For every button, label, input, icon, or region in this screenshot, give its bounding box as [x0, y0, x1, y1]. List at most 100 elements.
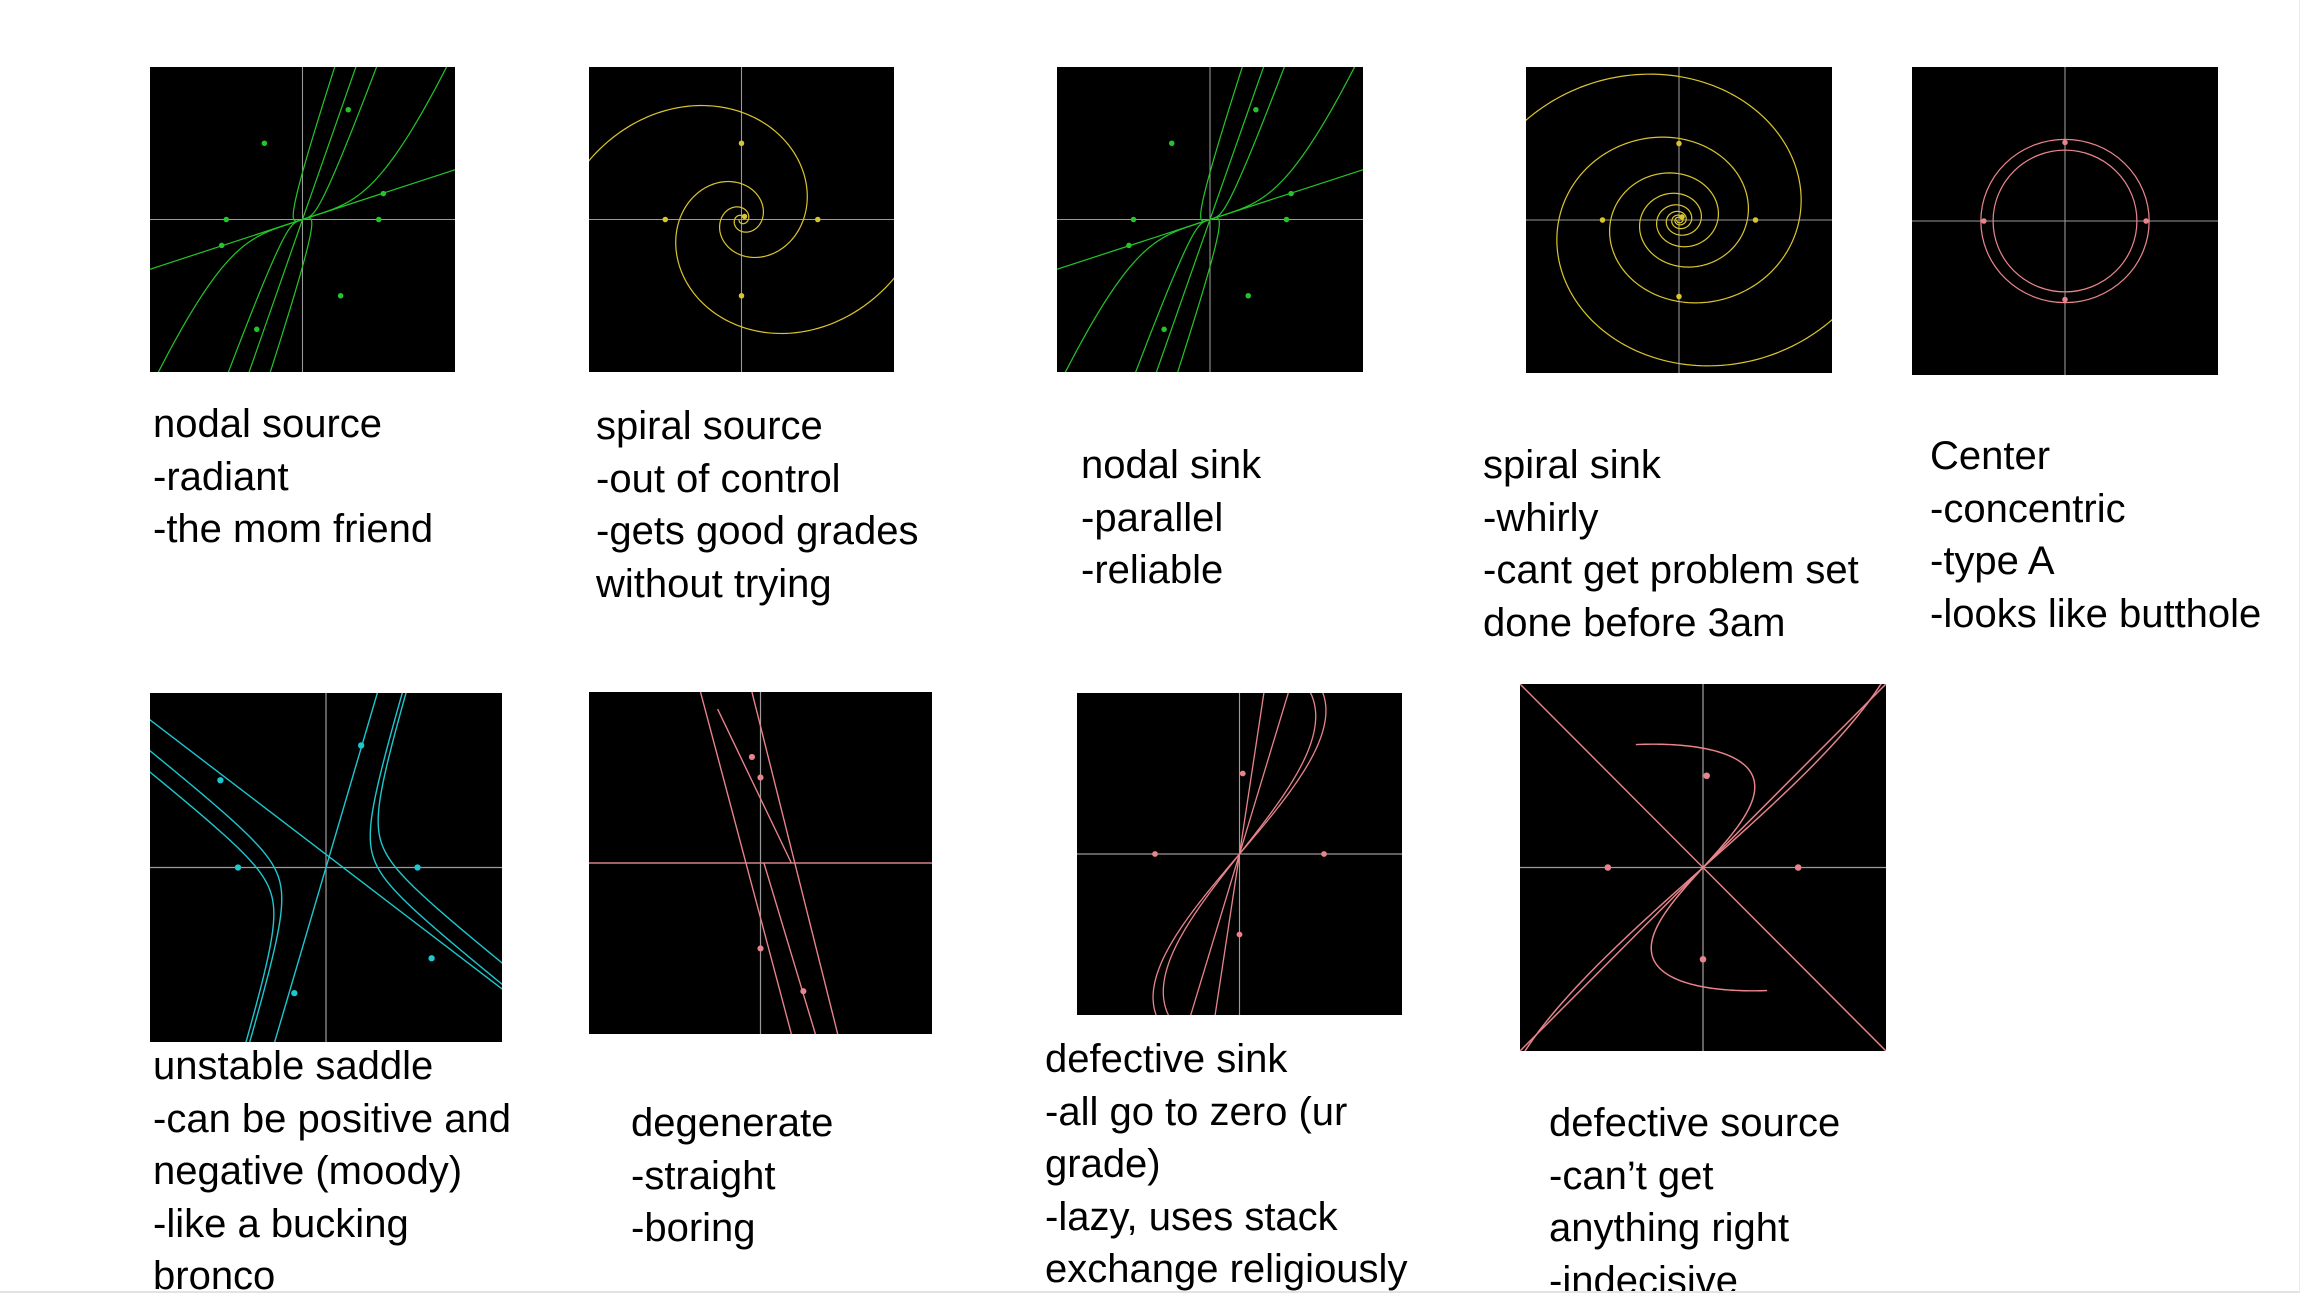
trajectory-marker	[1703, 772, 1710, 780]
trajectory-marker	[662, 216, 668, 223]
caption-defective-source: defective source -can’t get anything rig…	[1549, 1097, 1841, 1291]
phase-portrait-svg	[1057, 67, 1363, 372]
trajectory-marker	[1676, 293, 1682, 300]
caption-line: -reliable	[1081, 548, 1224, 592]
caption-line: defective sink	[1045, 1037, 1288, 1081]
trajectories-group	[589, 692, 932, 1034]
trajectory-marker	[414, 864, 421, 871]
caption-line: negative (moody)	[153, 1149, 463, 1193]
trajectory-curve	[1200, 67, 1243, 222]
caption-spiral-source: spiral source -out of control -gets good…	[596, 400, 918, 610]
trajectory-marker	[218, 242, 225, 249]
caption-spiral-sink: spiral sink -whirly -cant get problem se…	[1483, 439, 1859, 649]
unstable-saddle-phase-portrait	[150, 693, 502, 1042]
trajectory-curve	[369, 693, 502, 986]
caption-defective-sink: defective sink -all go to zero (ur grade…	[1045, 1033, 1408, 1291]
trajectory-marker	[358, 742, 365, 749]
trajectory-curve	[699, 692, 793, 1034]
caption-line: exchange religiously	[1045, 1247, 1408, 1291]
trajectory-curve	[589, 104, 808, 259]
trajectory-marker	[380, 190, 387, 197]
trajectory-curve	[675, 180, 894, 335]
caption-unstable-saddle: unstable saddle -can be positive and neg…	[153, 1040, 512, 1293]
trajectory-marker	[291, 989, 298, 997]
trajectory-marker	[738, 293, 745, 299]
caption-line: -parallel	[1081, 495, 1224, 540]
caption-line: bronco	[153, 1254, 276, 1293]
spiral-source-phase-portrait	[589, 67, 894, 372]
caption-line: anything right	[1549, 1206, 1790, 1250]
trajectory-curve	[157, 220, 299, 372]
trajectory-marker	[345, 106, 351, 113]
trajectory-marker	[2062, 296, 2068, 303]
caption-line: -all go to zero (ur	[1045, 1089, 1348, 1134]
trajectory-curve	[763, 862, 817, 1034]
trajectory-marker	[2062, 139, 2068, 146]
trajectory-marker	[1599, 217, 1606, 223]
caption-line: nodal sink	[1081, 443, 1262, 487]
caption-line: grade)	[1045, 1142, 1161, 1186]
trajectory-curve	[1556, 136, 1832, 367]
center-phase-portrait	[1912, 67, 2218, 375]
caption-line: -looks like butthole	[1930, 591, 2262, 636]
trajectory-marker	[1283, 216, 1290, 223]
caption-line: -like a bucking	[153, 1201, 409, 1246]
trajectory-marker	[815, 216, 821, 223]
caption-line: defective source	[1549, 1101, 1841, 1145]
trajectory-marker	[1168, 140, 1175, 146]
phase-portrait-svg	[1077, 693, 1402, 1015]
trajectory-marker	[1245, 293, 1252, 299]
trajectory-curve	[751, 692, 839, 1034]
nodal-sink-phase-portrait	[1057, 67, 1363, 372]
trajectory-marker	[217, 777, 224, 784]
caption-center: Center -concentric -type A -looks like b…	[1930, 430, 2261, 640]
caption-nodal-sink: nodal sink -parallel -reliable	[1081, 439, 1261, 597]
caption-nodal-source: nodal source -radiant -the mom friend	[153, 398, 433, 556]
trajectory-marker	[1161, 326, 1167, 333]
trajectory-marker	[757, 945, 764, 952]
trajectory-curve	[306, 67, 448, 219]
trajectory-marker	[757, 774, 764, 781]
caption-line: spiral sink	[1483, 443, 1661, 487]
trajectory-curve	[1980, 138, 2150, 304]
phase-portrait-svg	[589, 692, 932, 1034]
trajectories-group	[1526, 73, 1832, 367]
trajectory-marker	[1126, 242, 1132, 249]
caption-line: -radiant	[153, 454, 289, 499]
trajectory-marker	[1288, 190, 1294, 197]
trajectories-group	[150, 67, 455, 372]
caption-line: -concentric	[1930, 486, 2126, 531]
caption-line: degenerate	[631, 1101, 834, 1145]
trajectory-marker	[748, 753, 756, 761]
degenerate-phase-portrait	[589, 692, 932, 1034]
defective-source-phase-portrait	[1520, 684, 1886, 1051]
trajectory-marker	[223, 216, 229, 223]
trajectory-marker	[1699, 955, 1707, 963]
caption-line: nodal source	[153, 402, 383, 446]
trajectories-group	[150, 693, 502, 1042]
trajectory-curve	[1214, 67, 1356, 219]
caption-line: done before 3am	[1483, 600, 1786, 645]
trajectory-curve	[248, 67, 357, 372]
phase-portrait-svg	[150, 693, 502, 1042]
phase-portrait-svg	[150, 67, 455, 372]
trajectory-curve	[150, 749, 283, 1042]
caption-line: -gets good grades	[596, 509, 919, 553]
trajectory-curve	[1177, 217, 1220, 372]
trajectory-marker	[1130, 216, 1137, 223]
caption-line: without trying	[596, 561, 832, 606]
trajectories-group	[589, 104, 894, 335]
trajectory-curve	[1064, 220, 1206, 372]
trajectory-curve	[150, 719, 502, 990]
phase-portrait-svg	[1526, 67, 1832, 373]
caption-line: spiral source	[596, 404, 823, 448]
caption-line: -can’t get	[1549, 1153, 1714, 1198]
trajectory-marker	[261, 140, 268, 146]
trajectory-marker	[1676, 140, 1682, 147]
caption-degenerate: degenerate -straight -boring	[631, 1097, 833, 1255]
trajectory-marker	[337, 293, 344, 299]
caption-line: -can be positive and	[153, 1096, 512, 1141]
trajectory-curve	[1524, 684, 1882, 1051]
trajectory-marker	[1679, 214, 1685, 220]
